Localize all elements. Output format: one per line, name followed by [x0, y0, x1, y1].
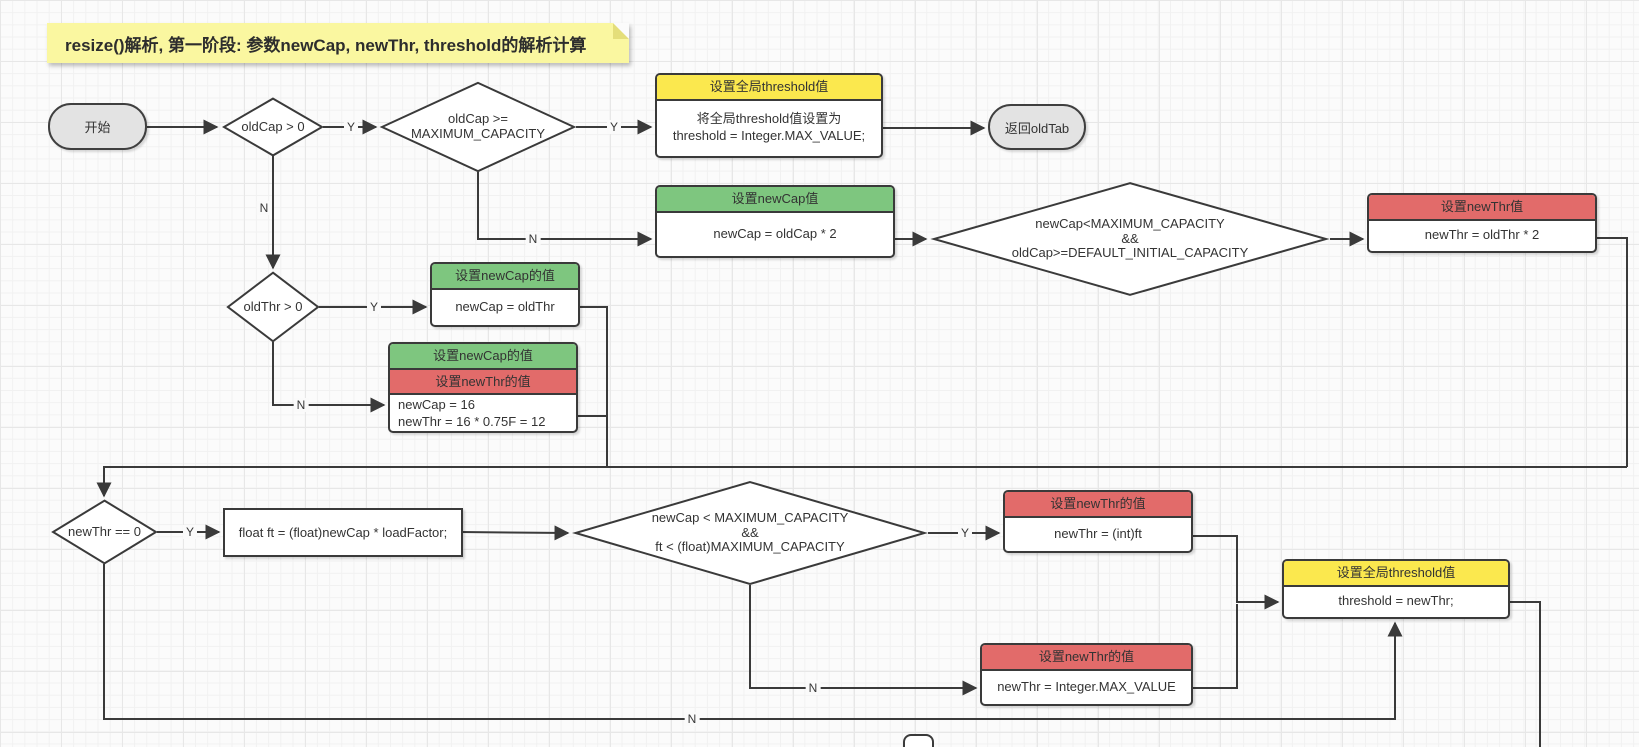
edge-newcapoldthr-to-collector — [580, 306, 608, 467]
edge-collector-to-newthrzero — [96, 466, 1627, 498]
decision-newthr-zero-label: newThr == 0 — [68, 523, 141, 539]
box-body: newCap = oldCap * 2 — [713, 225, 837, 241]
box-set-newcap-double[interactable]: 设置newCap值 newCap = oldCap * 2 — [655, 185, 895, 258]
page-title: resize()解析, 第一阶段: 参数newCap, newThr, thre… — [65, 35, 587, 55]
box-header: 设置newCap值 — [657, 187, 893, 213]
edge-oldthr-no — [272, 342, 386, 413]
decision-newthr-eq-0[interactable]: newThr == 0 — [52, 500, 157, 564]
edge-newthrdouble-to-collector — [1597, 237, 1628, 467]
box-set-newthr-intmax[interactable]: 设置newThr的值 newThr = Integer.MAX_VALUE — [980, 643, 1193, 706]
title-note[interactable]: resize()解析, 第一阶段: 参数newCap, newThr, thre… — [47, 23, 629, 63]
edge-label-oldcapmax-no: N — [525, 232, 541, 246]
box-header-green: 设置newCap的值 — [390, 344, 576, 370]
box-set-newcap-oldthr[interactable]: 设置newCap的值 newCap = oldThr — [430, 262, 580, 327]
edge-oldcapmax-no — [477, 172, 653, 247]
edge-label-oldthr-yes: Y — [366, 300, 382, 314]
box-set-global-threshold-max[interactable]: 设置全局threshold值 将全局threshold值设置为 threshol… — [655, 73, 883, 158]
edge-newcapft-no — [749, 585, 978, 696]
edge-label-newcapft-no: N — [805, 681, 821, 695]
box-set-newthr-double[interactable]: 设置newThr值 newThr = oldThr * 2 — [1367, 193, 1597, 253]
edge-label-newcapft-yes: Y — [957, 526, 973, 540]
box-body: newThr = Integer.MAX_VALUE — [997, 678, 1176, 694]
decision-oldthr-gt-0[interactable]: oldThr > 0 — [227, 272, 319, 342]
decision-oldcap-max-label: oldCap >= MAXIMUM_CAPACITY — [410, 111, 546, 141]
decision-newcap-lt-max[interactable]: newCap<MAXIMUM_CAPACITY && oldCap>=DEFAU… — [930, 182, 1330, 296]
box-body: threshold = newThr; — [1338, 593, 1454, 609]
edge-floatft-to-decision — [459, 525, 570, 541]
edge-label-newthrzero-yes: Y — [182, 525, 198, 539]
decision-oldcap-gt-0[interactable]: oldCap > 0 — [223, 98, 323, 156]
box-header: 设置newThr值 — [1369, 195, 1595, 221]
box-header: 设置全局threshold值 — [1284, 561, 1508, 587]
return-oldtab-label: 返回oldTab — [1004, 120, 1070, 136]
box-header: 设置newThr的值 — [982, 645, 1191, 671]
decision-newcap-ft-label: newCap < MAXIMUM_CAPACITY && ft < (float… — [651, 509, 849, 555]
decision-oldcap-ge-max[interactable]: oldCap >= MAXIMUM_CAPACITY — [380, 82, 576, 172]
decision-newcap-max-label: newCap<MAXIMUM_CAPACITY && oldCap>=DEFAU… — [1011, 215, 1249, 261]
edge-label-newthrzero-no: N — [684, 712, 700, 726]
next-phase-node-cutoff[interactable] — [903, 734, 934, 747]
box-body: float ft = (float)newCap * loadFactor; — [238, 525, 448, 540]
box-header: 设置newThr的值 — [1005, 492, 1191, 518]
box-float-ft[interactable]: float ft = (float)newCap * loadFactor; — [223, 508, 463, 557]
edge-threshold-to-next-phase — [1510, 601, 1541, 747]
box-body: newThr = oldThr * 2 — [1424, 227, 1540, 243]
edge-newthrzero-no — [103, 564, 1403, 720]
box-set-global-threshold-newthr[interactable]: 设置全局threshold值 threshold = newThr; — [1282, 559, 1510, 619]
edge-label-oldcap-yes: Y — [343, 120, 359, 134]
edge-label-oldcapmax-yes: Y — [606, 120, 622, 134]
box-body: newThr = (int)ft — [1054, 525, 1142, 541]
start-node[interactable]: 开始 — [48, 103, 147, 150]
box-header-red: 设置newThr的值 — [390, 369, 576, 396]
box-set-newthr-intft[interactable]: 设置newThr的值 newThr = (int)ft — [1003, 490, 1193, 553]
decision-oldcap-label: oldCap > 0 — [241, 118, 305, 134]
edge-intft-to-threshold — [1193, 535, 1280, 610]
box-body: 将全局threshold值设置为 threshold = Integer.MAX… — [672, 111, 866, 144]
box-body: newCap = 16 newThr = 16 * 0.75F = 12 — [398, 397, 546, 430]
decision-oldthr-label: oldThr > 0 — [243, 298, 303, 314]
decision-newcap-ft[interactable]: newCap < MAXIMUM_CAPACITY && ft < (float… — [572, 481, 928, 585]
return-oldtab-node[interactable]: 返回oldTab — [988, 104, 1086, 150]
edge-intmax-to-threshold — [1193, 604, 1238, 689]
box-body: newCap = oldThr — [455, 298, 555, 314]
box-header: 设置newCap的值 — [432, 264, 578, 290]
box-set-newcap-newthr-default[interactable]: 设置newCap的值 设置newThr的值 newCap = 16 newThr… — [388, 342, 578, 433]
edge-label-oldthr-no: N — [293, 398, 309, 412]
start-label: 开始 — [84, 120, 111, 135]
box-header: 设置全局threshold值 — [657, 75, 881, 101]
edge-label-oldcap-no: N — [256, 201, 272, 215]
